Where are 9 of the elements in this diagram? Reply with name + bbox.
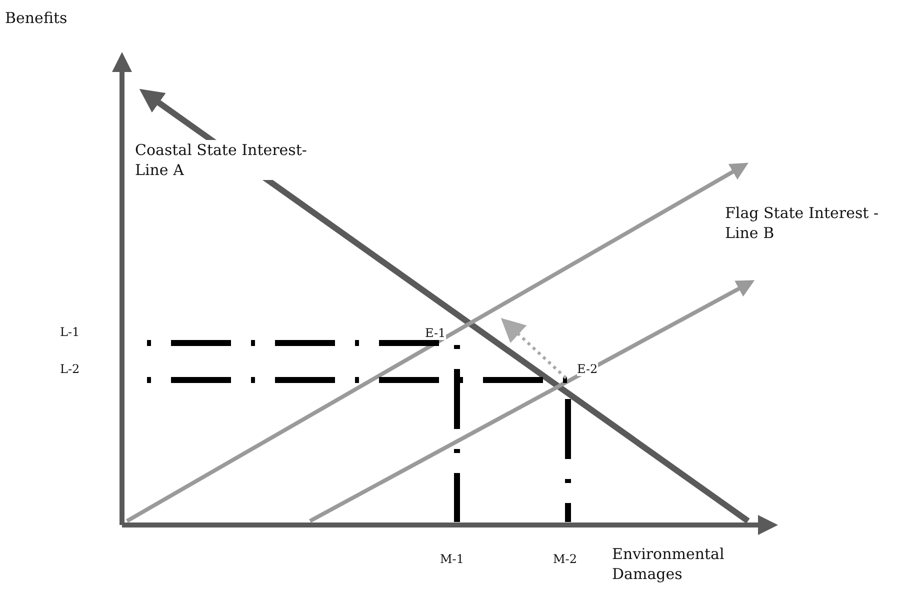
axis-title: Benefits	[5, 8, 68, 28]
line-label: Flag State Interest - Line B	[725, 203, 880, 243]
axis-title: Environmental Damages	[612, 544, 726, 584]
axis-mark: M-1	[440, 552, 464, 566]
axis-mark: M-2	[553, 552, 577, 566]
point-label: E-1	[425, 326, 446, 340]
axis-mark: L-1	[60, 325, 80, 339]
point-label: E-2	[577, 362, 598, 376]
axis-mark: L-2	[60, 362, 80, 376]
